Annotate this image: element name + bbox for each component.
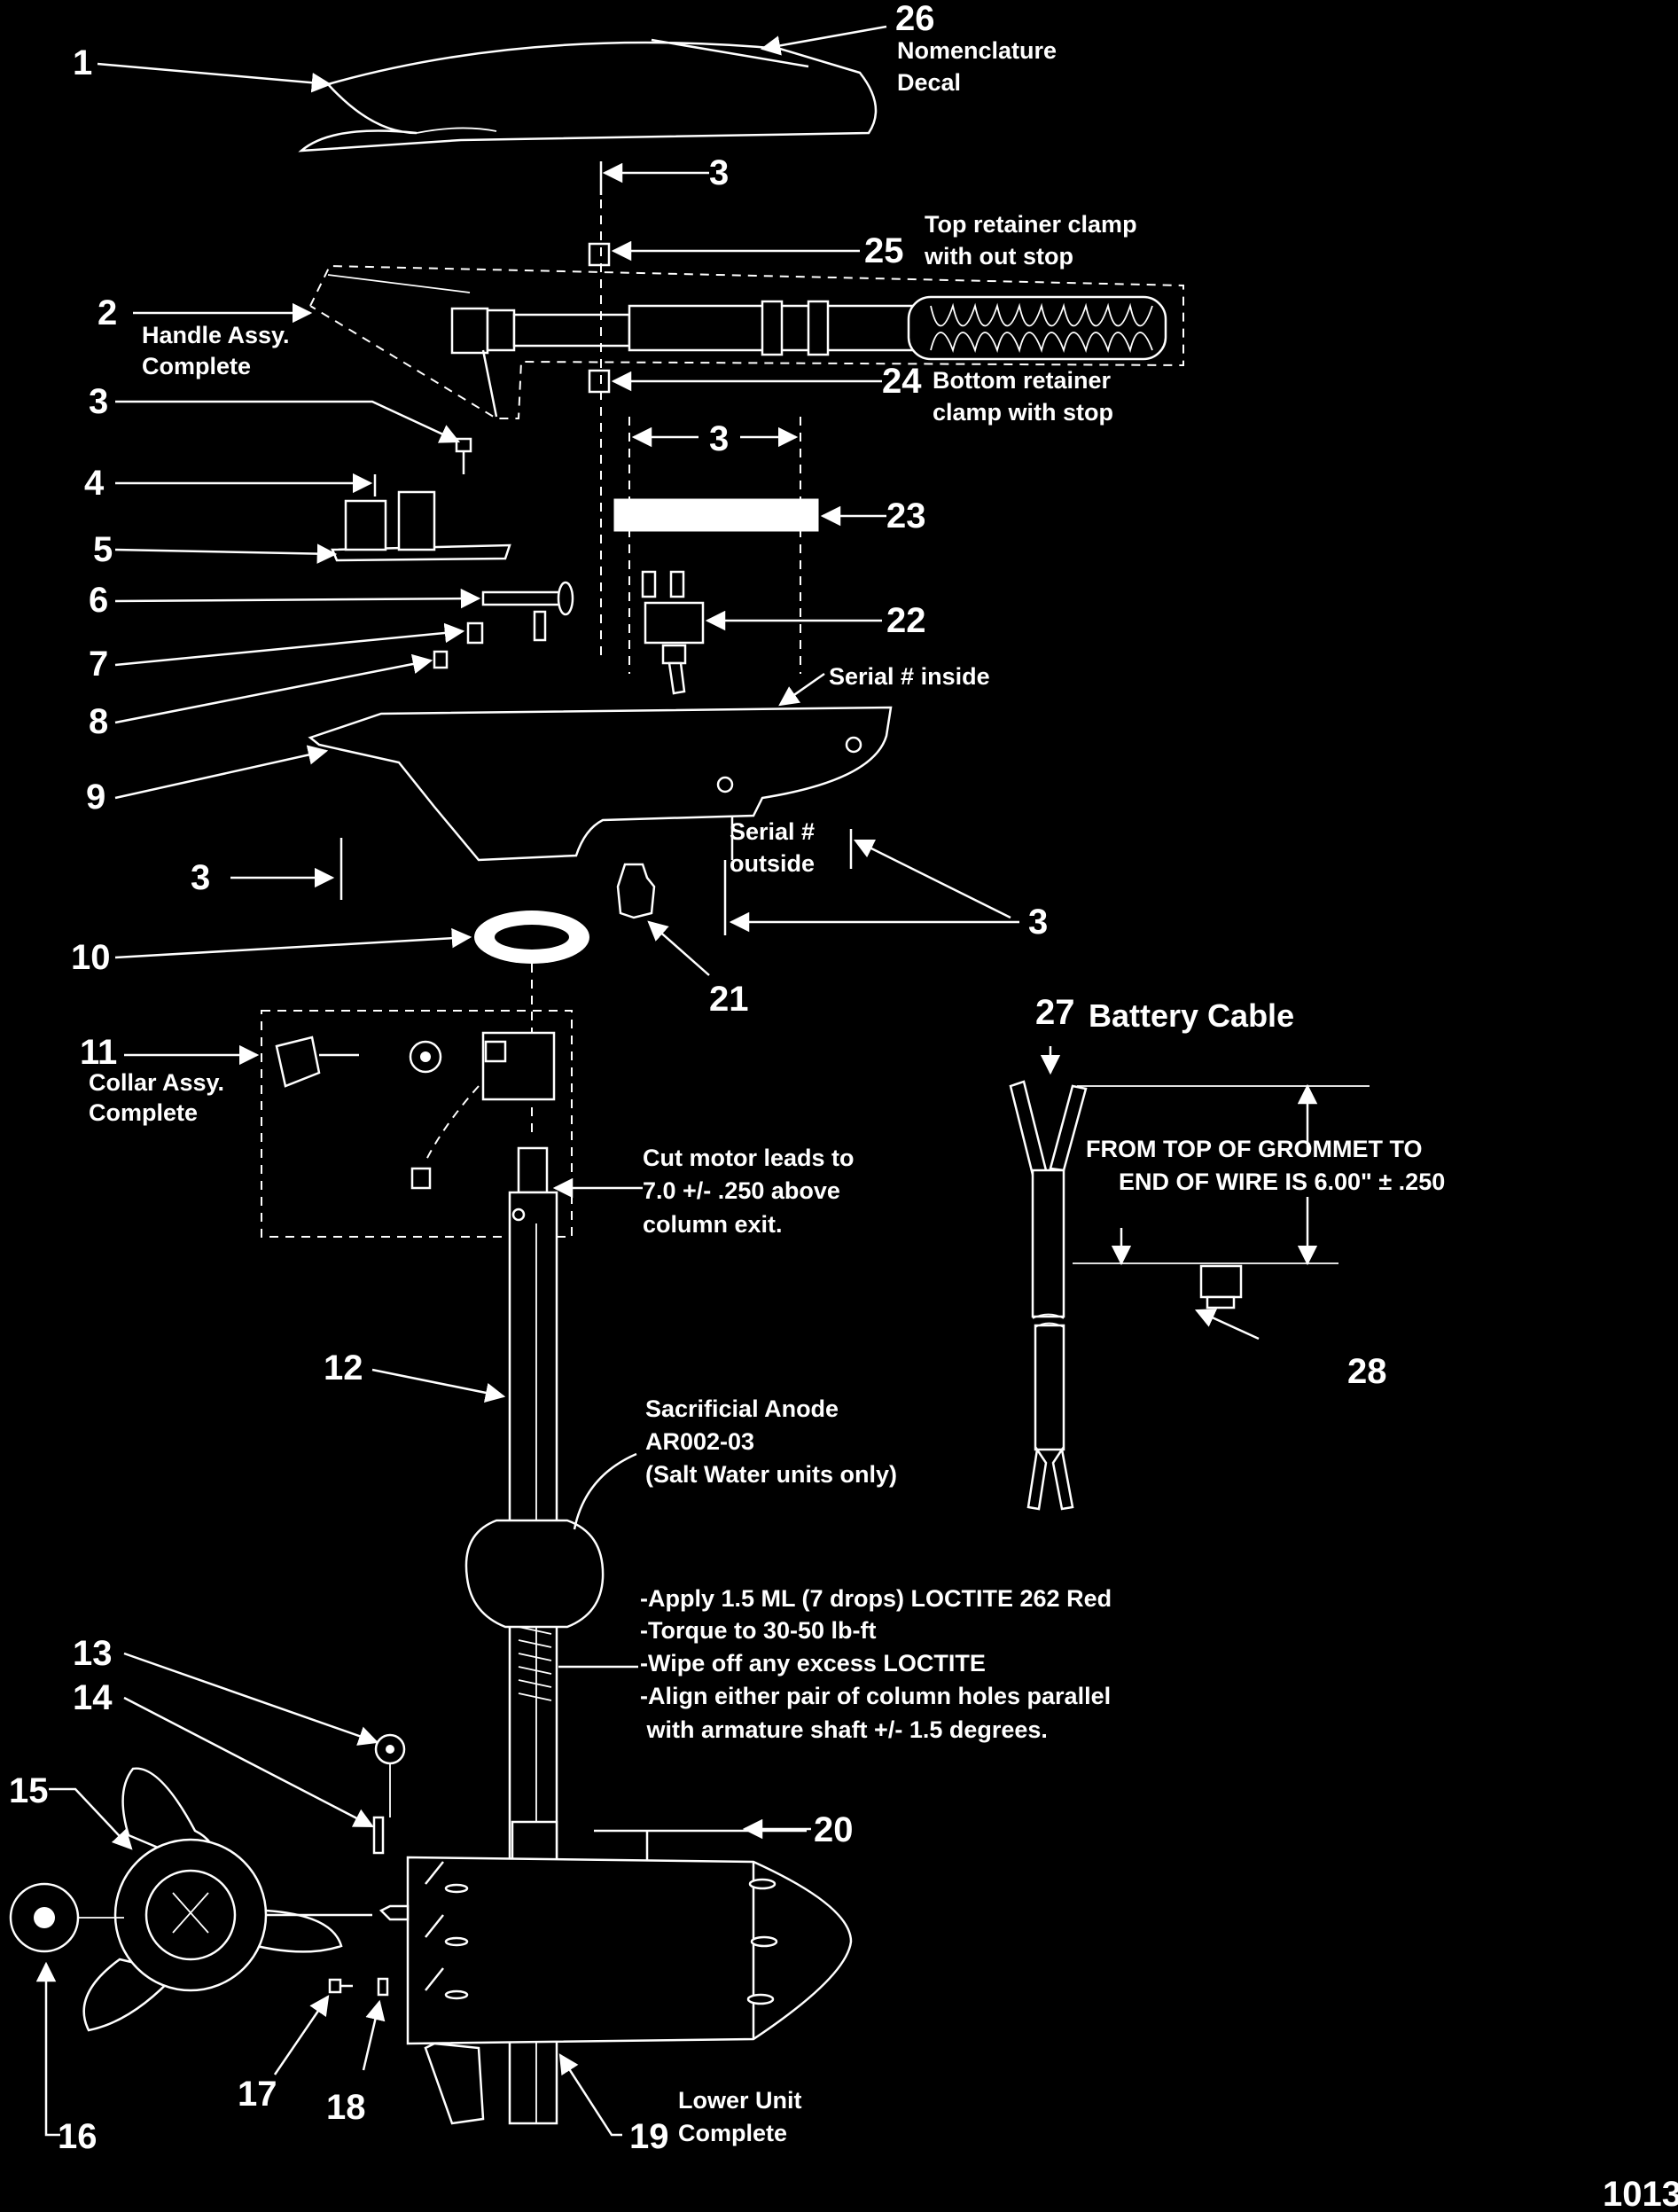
lower-unit-note-line1: Lower Unit (678, 2087, 802, 2114)
top-clamp-note-line2: with out stop (924, 243, 1073, 270)
loctite-note-line3: -Wipe off any excess LOCTITE (640, 1650, 986, 1677)
label-9: 9 (86, 778, 105, 817)
label-24: 24 (882, 362, 922, 401)
label-23: 23 (886, 496, 926, 535)
label-18: 18 (326, 2088, 366, 2127)
label-16: 16 (58, 2117, 98, 2156)
battery-cable-part (1009, 1080, 1370, 1511)
serial-inside-note: Serial # inside (829, 663, 990, 690)
prop-nut-16-part (9, 1882, 124, 1953)
cut-note-line3: column exit. (643, 1211, 783, 1238)
anode-note-line1: Sacrificial Anode (645, 1395, 839, 1422)
screw-3-handle (455, 437, 472, 474)
label-28: 28 (1347, 1352, 1387, 1391)
label-12: 12 (324, 1348, 363, 1387)
handle-note-line1: Handle Assy. (142, 322, 290, 348)
grommet-note-line1: FROM TOP OF GROMMET TO (1086, 1136, 1423, 1162)
circuit-board-part (331, 474, 511, 562)
handle-assembly-part (309, 264, 1184, 419)
decal-note-line2: Decal (897, 69, 961, 96)
prop-nut-part (374, 1733, 406, 1817)
label-5: 5 (93, 530, 113, 569)
lower-unit-note-line2: Complete (678, 2120, 787, 2146)
collar-note-line2: Complete (89, 1099, 198, 1126)
label-25: 25 (864, 231, 904, 270)
serial-outside-note-line2: outside (730, 850, 815, 877)
annotation-notes: Nomenclature Decal Top retainer clamp wi… (89, 37, 1678, 2212)
loctite-note-line5: with armature shaft +/- 1.5 degrees. (640, 1716, 1048, 1743)
drive-pin-part (372, 1816, 385, 1855)
label-4: 4 (84, 464, 105, 503)
label-21: 21 (709, 980, 749, 1019)
label-6: 6 (89, 581, 108, 620)
washer-part (433, 650, 449, 669)
label-14: 14 (73, 1678, 113, 1717)
top-retainer-clamp-part (588, 242, 611, 267)
label-22: 22 (886, 601, 926, 640)
cut-note-line2: 7.0 +/- .250 above (643, 1177, 840, 1204)
screw-18-part (377, 1977, 389, 1997)
bottom-clamp-note-line2: clamp with stop (933, 399, 1113, 426)
switch-part (641, 570, 705, 695)
leader-lines (35, 25, 1260, 2137)
label-7: 7 (89, 645, 108, 684)
label-3-top: 3 (709, 153, 729, 192)
top-cover-part (298, 41, 878, 152)
anode-note-line3: (Salt Water units only) (645, 1461, 897, 1488)
label-10: 10 (71, 938, 111, 977)
label-13: 13 (73, 1634, 113, 1673)
grommet-21-part (616, 863, 656, 919)
label-3-right: 3 (1028, 903, 1048, 942)
label-26: 26 (895, 0, 935, 38)
lower-unit-part (379, 1820, 853, 2125)
label-20: 20 (814, 1810, 854, 1849)
page-code: 1013 (1603, 2175, 1678, 2212)
part-number-labels: 1 26 3 25 2 24 3 3 4 23 5 6 22 7 8 9 3 3… (9, 0, 1387, 2156)
bottom-retainer-clamp-part (588, 369, 611, 394)
label-1: 1 (73, 43, 92, 82)
label-3-handle: 3 (89, 382, 108, 421)
cut-note-line1: Cut motor leads to (643, 1145, 855, 1171)
sacrificial-anode-part (464, 1519, 605, 1629)
anode-note-line2: AR002-03 (645, 1428, 754, 1455)
label-15: 15 (9, 1771, 49, 1810)
decal-26-part (651, 38, 809, 68)
propeller-part (82, 1767, 372, 2032)
handle-note-line2: Complete (142, 353, 251, 379)
label-17: 17 (238, 2075, 277, 2114)
label-11: 11 (80, 1033, 117, 1072)
battery-cable-title: Battery Cable (1089, 997, 1294, 1034)
screw-17-part (328, 1978, 353, 1994)
motor-housing-part (308, 706, 893, 862)
grommet-note-line2: END OF WIRE IS 6.00" ± .250 (1119, 1169, 1445, 1195)
collar-assembly-part (261, 1010, 573, 1238)
loctite-note-line4: -Align either pair of column holes paral… (640, 1683, 1111, 1709)
loctite-note-line1: -Apply 1.5 ML (7 drops) LOCTITE 262 Red (640, 1585, 1112, 1612)
ring-part (474, 911, 589, 964)
label-3-sleeve: 3 (709, 419, 729, 458)
serial-outside-note-line1: Serial # (730, 818, 815, 845)
bolt-part (481, 581, 574, 642)
label-8: 8 (89, 702, 108, 741)
label-19: 19 (629, 2117, 669, 2156)
nut-part (466, 621, 484, 645)
label-2: 2 (98, 293, 117, 332)
label-3-left: 3 (191, 858, 210, 897)
bottom-clamp-note-line1: Bottom retainer (933, 367, 1112, 394)
loctite-note-line2: -Torque to 30-50 lb-ft (640, 1617, 877, 1644)
decal-note-line1: Nomenclature (897, 37, 1057, 64)
collar-note-line1: Collar Assy. (89, 1069, 224, 1096)
grommet-28-part (1199, 1264, 1243, 1309)
sleeve-part (613, 498, 819, 532)
top-clamp-note-line1: Top retainer clamp (925, 211, 1137, 238)
label-27: 27 (1035, 993, 1075, 1032)
